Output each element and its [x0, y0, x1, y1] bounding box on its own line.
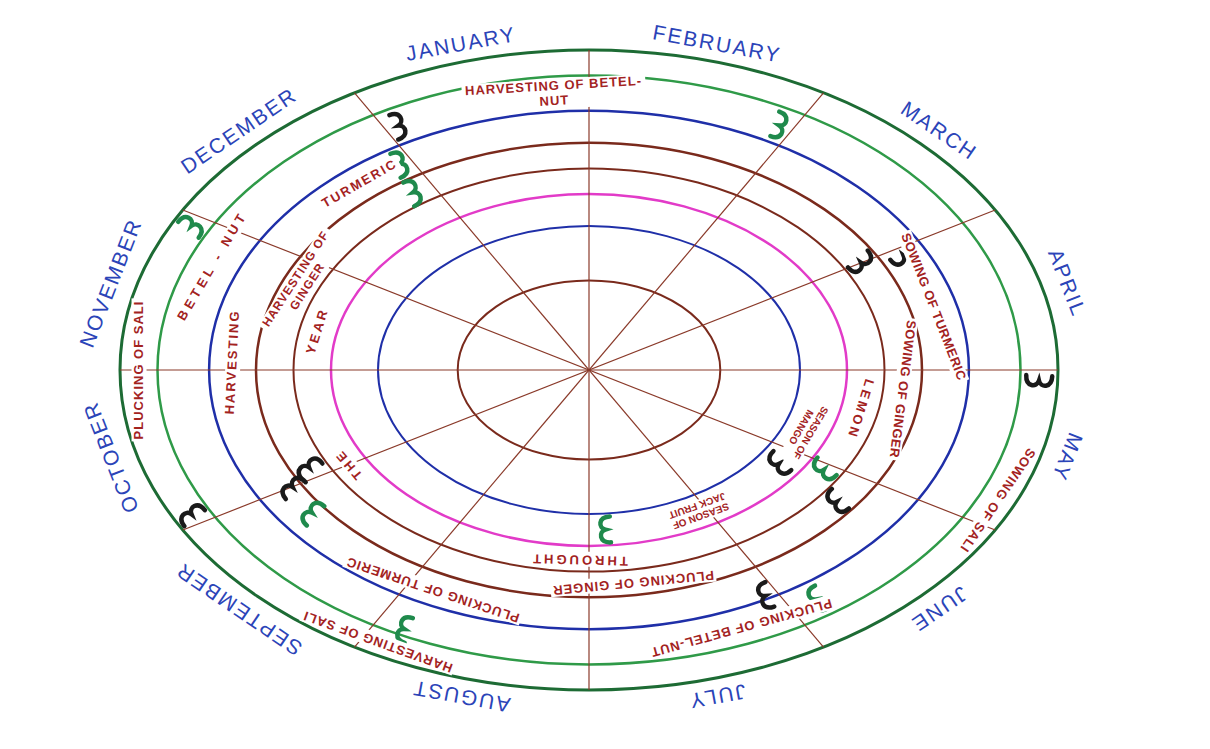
activity-label: SOWING OF SALI: [955, 443, 1039, 556]
month-label: AUGUST: [410, 675, 512, 717]
bracket-mark: [395, 615, 412, 643]
activity-label: PLUCKING OF TURMERIC: [342, 552, 523, 625]
activity-label: PLUCKING OF BETEL-NUT: [647, 594, 836, 659]
bracket-mark: [770, 112, 788, 140]
activity-label: PLUCKING OF SALI: [131, 299, 146, 442]
bracket-mark: [600, 516, 611, 542]
month-label: MAY: [1047, 430, 1088, 485]
activity-label: HARVESTING OF BETEL-NUT: [461, 74, 646, 115]
bracket-mark: [848, 251, 874, 275]
spoke: [183, 210, 995, 530]
month-label: JUNE: [906, 581, 972, 636]
ring-outlines: [120, 50, 1058, 690]
activity-label: SOWING OF GINGER: [886, 317, 919, 460]
bracket-mark: [389, 112, 407, 140]
month-label: JANUARY: [404, 22, 518, 66]
activity-label: THROUGHT: [528, 550, 630, 567]
month-label: DECEMBER: [177, 83, 302, 179]
activity-label: THE: [331, 445, 368, 484]
bracket-marks: [178, 112, 1052, 643]
bracket-mark: [824, 489, 848, 515]
outer-ring: [120, 50, 1058, 690]
season-label: SEASON OF JACK FRUIT: [656, 487, 742, 536]
activity-label: PLUCKING OF GINGER: [549, 567, 716, 598]
month-label: SEPTEMBER: [171, 557, 306, 660]
season-label: SEASON OF MANGO: [778, 392, 835, 467]
bracket-mark: [280, 475, 306, 499]
activity-label: HARVESTING OF SALI: [299, 607, 456, 676]
activity-label: YEAR: [303, 304, 333, 358]
bracket-mark: [178, 502, 205, 526]
month-label: MARCH: [896, 97, 981, 166]
activity-label: HARVESTING OF GINGER: [258, 225, 346, 340]
bracket-mark: [1026, 375, 1052, 386]
bracket-mark: [811, 458, 837, 483]
bracket-mark: [178, 214, 205, 238]
bracket-mark: [756, 582, 774, 610]
month-label: APRIL: [1043, 245, 1091, 320]
month-label: JULY: [686, 679, 747, 713]
month-spokes: [120, 50, 1058, 690]
activity-label: TURMERIC: [318, 155, 402, 212]
month-label: FEBRUARY: [651, 20, 783, 67]
activity-label: LEMON: [843, 376, 877, 443]
bracket-mark: [403, 179, 423, 207]
bracket-mark: [300, 500, 325, 526]
activity-label: HARVESTING: [223, 307, 243, 417]
